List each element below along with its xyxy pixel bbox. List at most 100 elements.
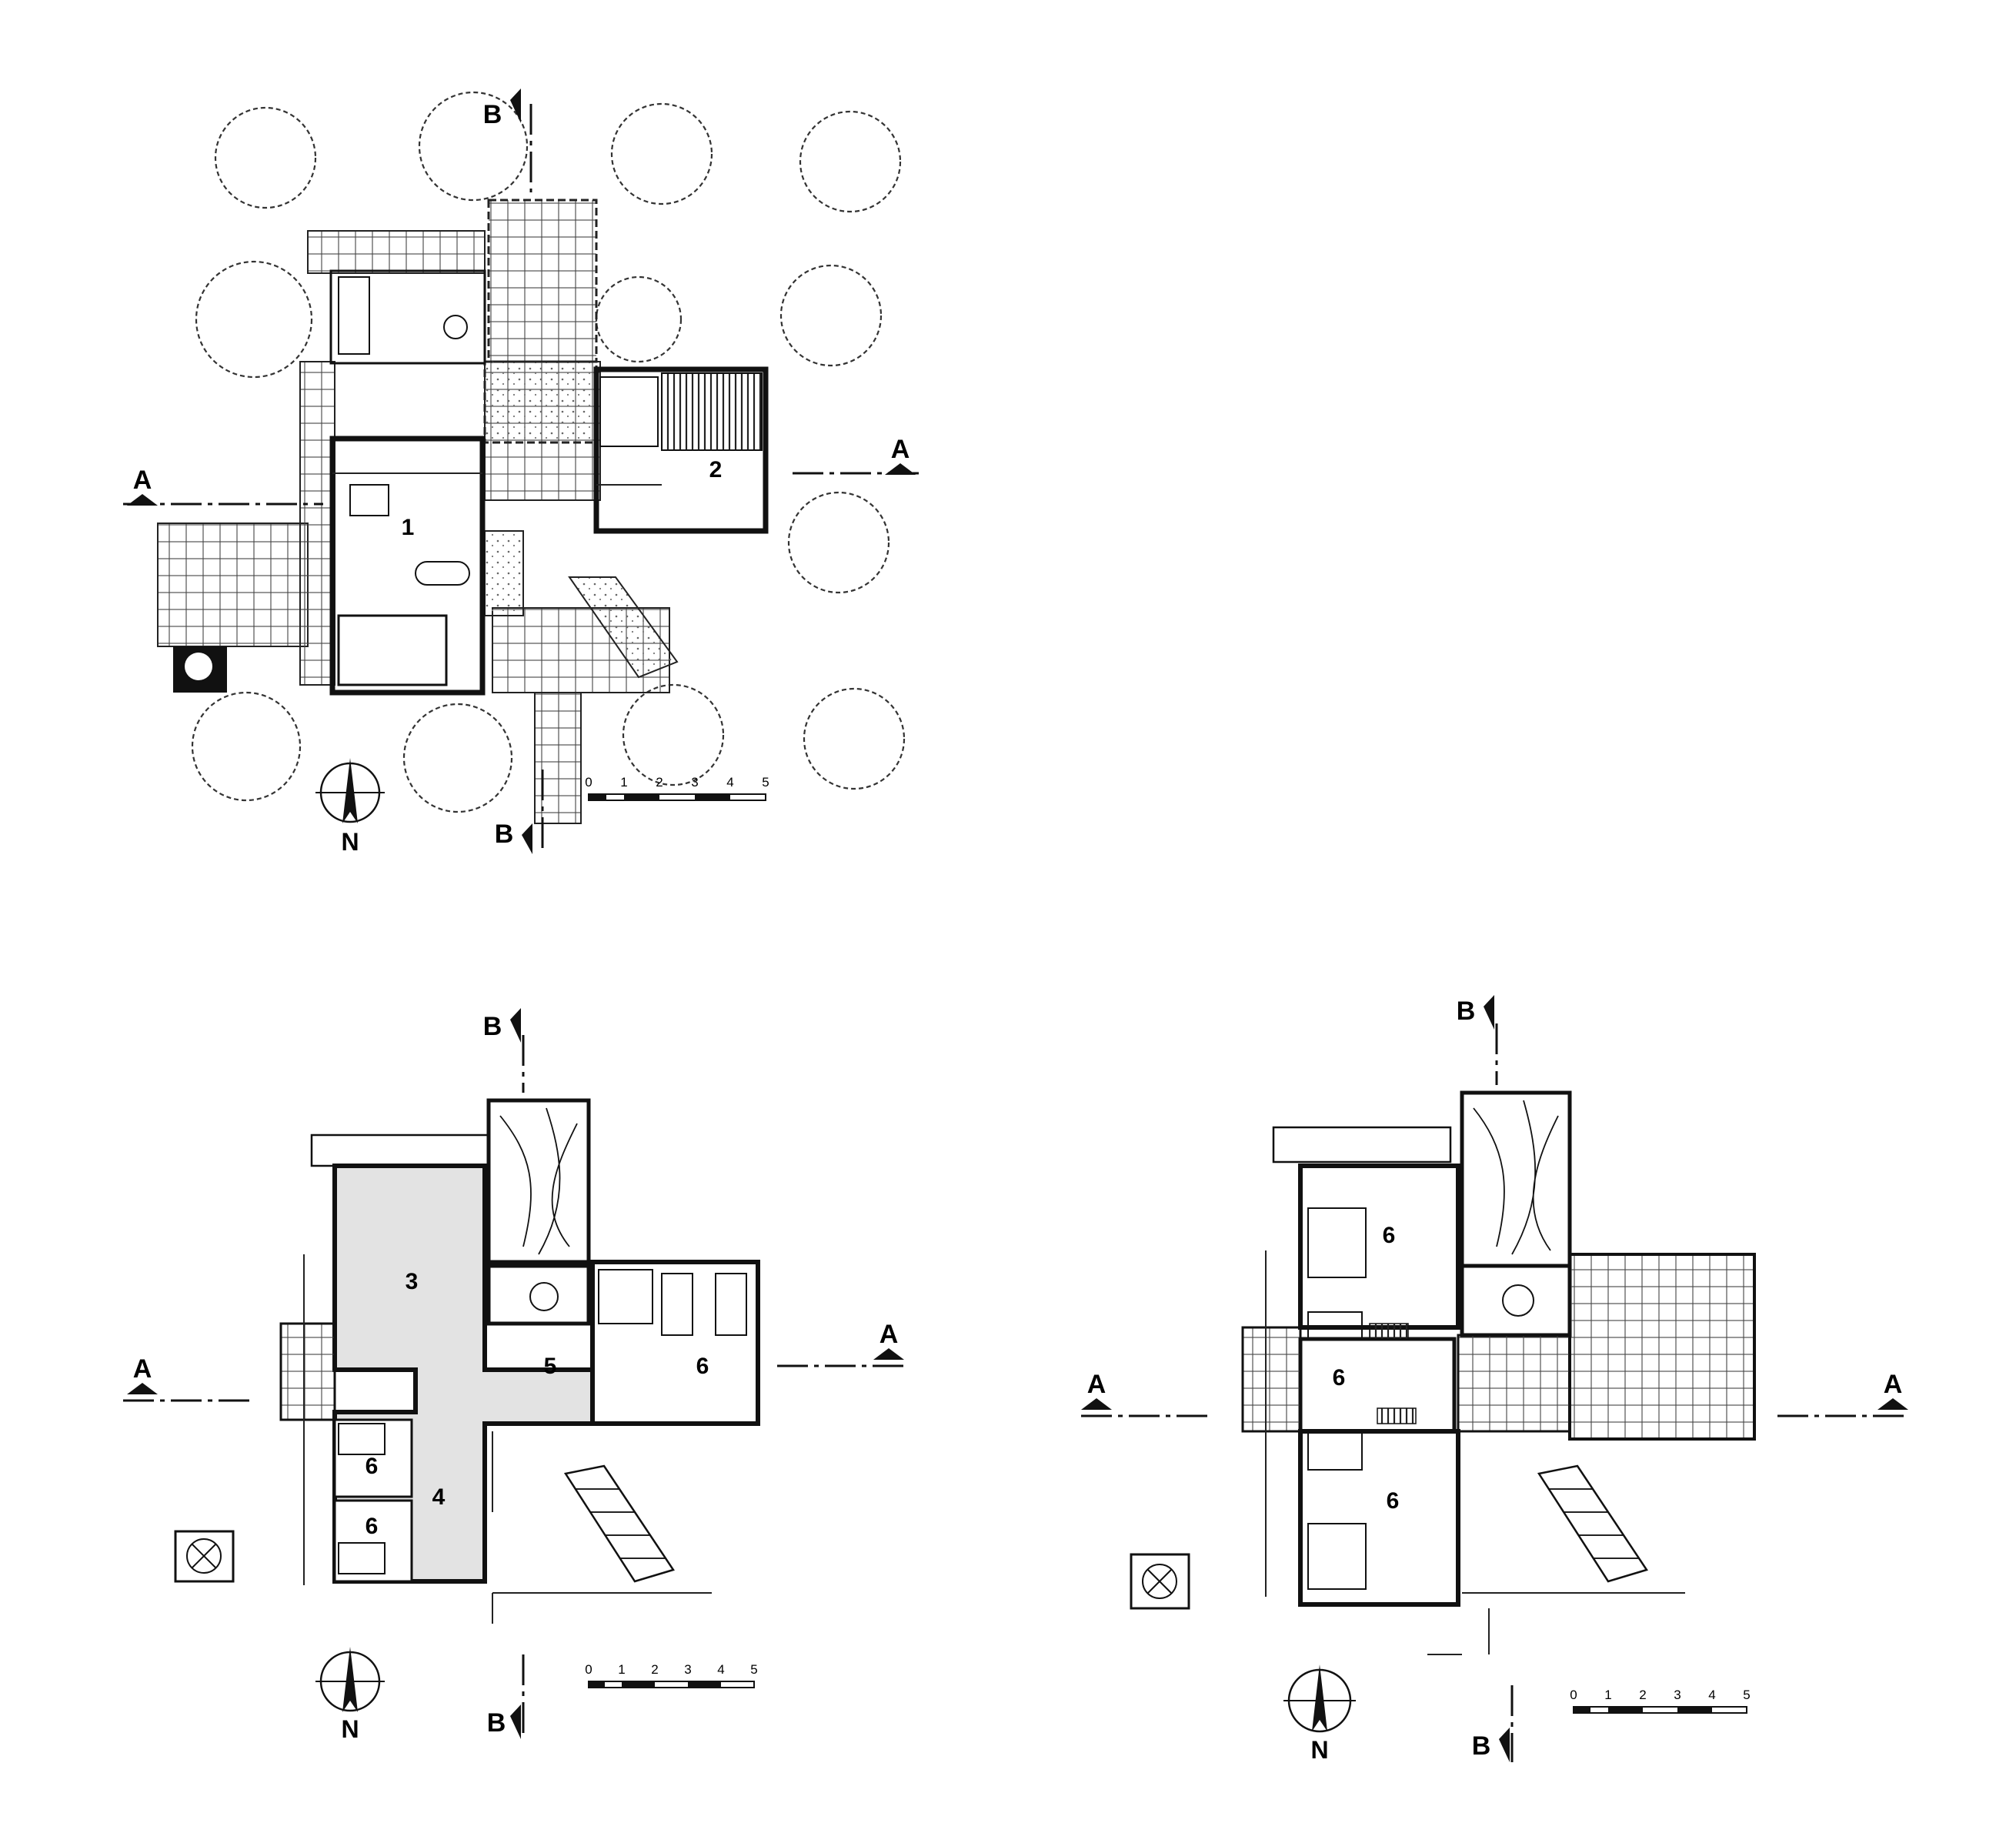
bedroom-6 (333, 1418, 413, 1498)
scale-bar: 0 1 2 3 4 5 (585, 775, 769, 801)
courtyard (483, 360, 598, 444)
scale-label: 3 (684, 1662, 691, 1677)
bathroom (1307, 1311, 1363, 1340)
section-marker-b: B (487, 1708, 506, 1738)
section-marker-b: B (483, 1012, 502, 1041)
bathroom (1307, 1431, 1363, 1471)
scale-label: 1 (620, 775, 627, 790)
scale-label: 3 (1674, 1688, 1681, 1702)
section-marker-a: A (891, 435, 910, 464)
section-marker-a: A (133, 466, 152, 495)
wardrobe (1377, 1407, 1417, 1424)
scale-label: 2 (1639, 1688, 1646, 1702)
tree-icon (787, 491, 890, 594)
scale-label: 1 (618, 1662, 625, 1677)
exterior-stair (1537, 1464, 1648, 1583)
section-line-b: B B (483, 1008, 525, 1739)
tree-icon (799, 110, 902, 213)
scale-label: 1 (1604, 1688, 1611, 1702)
scale-label: 2 (651, 1662, 658, 1677)
section-marker-a: A (133, 1354, 152, 1384)
room-2 (593, 366, 769, 534)
tree-icon (803, 687, 906, 790)
section-marker-a: A (879, 1320, 899, 1349)
room-label: 4 (432, 1484, 446, 1510)
hvac-unit-icon (1130, 1553, 1190, 1610)
section-marker-a: A (1087, 1370, 1106, 1399)
room-label: 6 (696, 1354, 709, 1379)
north-label: N (341, 828, 359, 856)
living-room-1 (329, 436, 486, 696)
scale-label: 3 (691, 775, 698, 790)
roof-terrace (1568, 1253, 1756, 1441)
scale-label: 4 (717, 1662, 724, 1677)
wardrobe (1369, 1323, 1409, 1340)
section-marker-b: B (495, 820, 514, 849)
bed-icon (715, 1273, 747, 1336)
bedroom-6-south (1298, 1429, 1460, 1607)
section-marker-b: B (483, 100, 502, 129)
room-label: 6 (1383, 1223, 1396, 1248)
bedroom-6-east (590, 1260, 760, 1426)
tree-icon (622, 683, 725, 786)
sofa-icon (415, 561, 470, 586)
room-label: 6 (365, 1454, 379, 1479)
balcony (279, 1322, 336, 1421)
section-line-b: B B (1457, 995, 1514, 1762)
planter (484, 530, 524, 616)
bedroom-6 (333, 1499, 413, 1583)
section-line-a: A A (1081, 1370, 1908, 1417)
room-label: 2 (709, 457, 723, 482)
hvac-unit-icon (174, 1530, 235, 1583)
kitchen-block (337, 614, 448, 686)
bed-icon (661, 1273, 693, 1336)
glazed-tower (486, 1098, 591, 1264)
room-label: 6 (365, 1514, 379, 1539)
section-marker-a: A (1884, 1370, 1903, 1399)
roof-overhang (1272, 1126, 1452, 1164)
bed-icon (349, 484, 389, 516)
stair-well (1460, 1264, 1572, 1337)
upper-floor-plan-right: 6 6 6 A A B B N (1081, 995, 1908, 1764)
scale-bar: 0 1 2 3 4 5 (1570, 1688, 1751, 1714)
scale-label: 0 (585, 1662, 592, 1677)
ground-floor-plan: 1 2 A A B B N (123, 88, 923, 856)
north-arrow-icon: N (315, 1647, 385, 1743)
section-line-a: A A (123, 435, 923, 506)
service-block (329, 269, 486, 365)
room-label: 1 (402, 515, 415, 540)
tree-icon (779, 264, 883, 367)
section-marker-b: B (1472, 1731, 1491, 1761)
tree-icon (610, 102, 713, 205)
section-line-b: B B (483, 88, 544, 854)
north-label: N (1310, 1736, 1328, 1764)
west-path (299, 361, 335, 686)
section-marker-b: B (1457, 997, 1476, 1026)
bunk-icon (338, 1423, 386, 1455)
balcony (1241, 1326, 1302, 1433)
garden-bed (568, 576, 679, 679)
scale-label: 4 (1708, 1688, 1715, 1702)
stair-well (486, 1264, 591, 1326)
north-arrow-icon: N (315, 758, 385, 856)
bathtub-icon (338, 276, 370, 355)
stair-icon (443, 315, 468, 339)
bathroom-2 (599, 376, 659, 447)
room-label: 6 (1333, 1365, 1346, 1391)
tree-icon (195, 260, 313, 379)
roof-overhang (310, 1134, 490, 1167)
tree-icon (402, 703, 513, 813)
room-label: 5 (544, 1354, 557, 1379)
scale-label: 2 (656, 775, 663, 790)
terrace-deck (661, 372, 763, 451)
tree-icon (214, 106, 317, 209)
bedroom-6-north (1298, 1164, 1460, 1330)
tree-icon (418, 91, 529, 202)
scale-bar: 0 1 2 3 4 5 (585, 1662, 758, 1688)
living-area-3-4-5 (332, 1164, 664, 1584)
scale-label: 0 (1570, 1688, 1577, 1702)
section-line-a: A A (123, 1320, 904, 1402)
upper-floor-plan-left: 3 4 5 6 6 6 A A B B N (123, 1008, 904, 1743)
scale-label: 5 (750, 1662, 757, 1677)
